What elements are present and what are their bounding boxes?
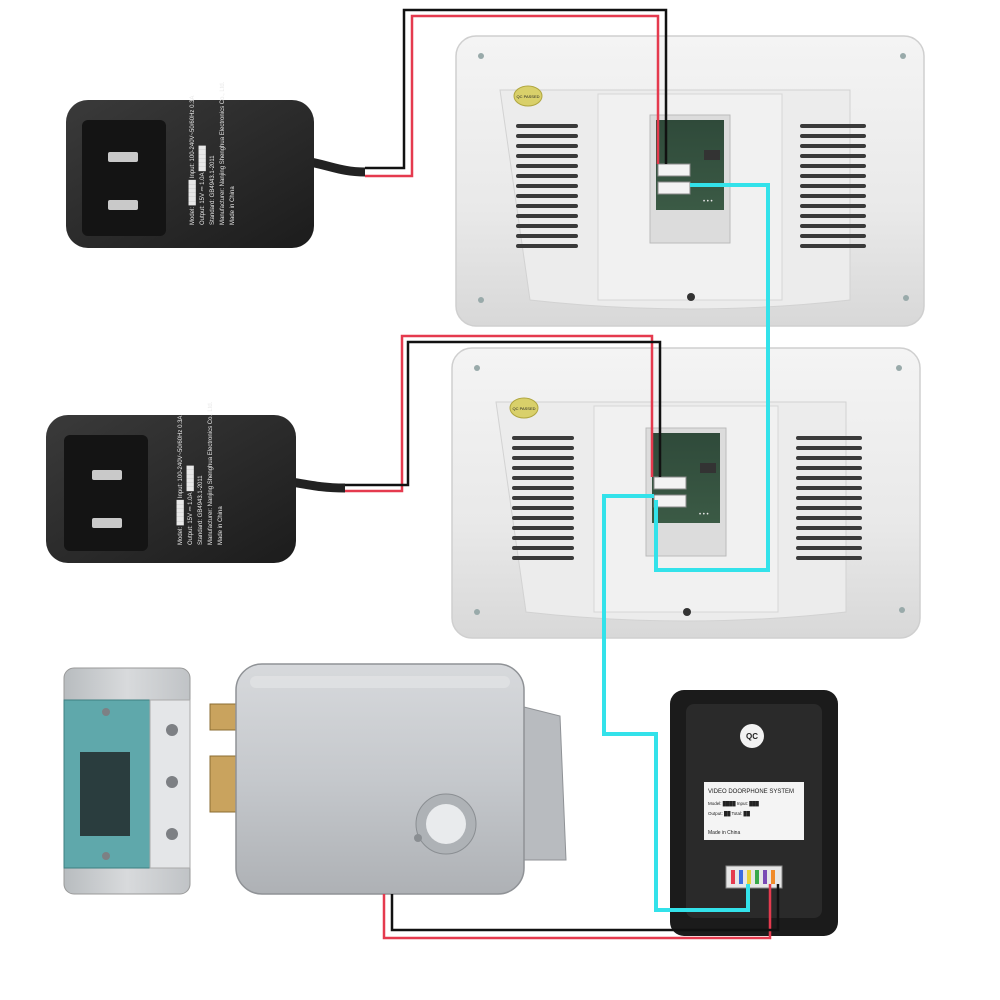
adapter2-label-line-4: Manufacturer: Nanjing Shenghua Electroni… [208, 401, 214, 545]
mount-screw [687, 293, 695, 301]
board-switch [704, 150, 720, 160]
lock-bolt-main [209, 755, 241, 813]
lock-screw [414, 834, 422, 842]
connector-1 [657, 163, 691, 177]
power-adapter-1: Model: ██████ Input: 100-240V~50/60Hz 0.… [66, 81, 366, 248]
adapter-label: Model: ██████ Input: 100-240V~50/60Hz 0.… [188, 81, 236, 225]
keyhole-cylinder [426, 804, 466, 844]
board-marks: • • • [703, 199, 713, 205]
power-wire-black-1 [365, 8, 668, 170]
screw-holes [474, 365, 905, 615]
adapter2-label-line-5: Made in China [218, 506, 224, 545]
connector-2 [657, 181, 691, 195]
strike-plate [63, 667, 191, 895]
adapter1-label-line-5: Made in China [230, 186, 236, 225]
right-vent-slots [800, 124, 866, 248]
adapter1-label-line-1: Model: ██████ Input: 100-240V~50/60Hz 0.… [188, 96, 196, 225]
wiring [345, 8, 780, 940]
lock-body [235, 663, 525, 895]
station-terminal-wires [731, 870, 775, 884]
screw-holes [478, 53, 909, 303]
qc-sticker [513, 85, 543, 107]
latch-opening [80, 752, 130, 836]
connector-1 [653, 476, 687, 490]
board-marks: • • • [699, 512, 709, 518]
right-vent-slots [796, 436, 862, 560]
station-spec-line-3: Made in China [708, 830, 740, 836]
lock-cylinder-housing [519, 705, 567, 861]
lock-bolt-top [209, 703, 241, 731]
left-vent-slots [512, 436, 574, 560]
station-system-title: VIDEO DOORPHONE SYSTEM [708, 789, 794, 795]
qc-sticker [509, 397, 539, 419]
lock-wire-black [390, 884, 780, 932]
adapter2-label-line-1: Model: ██████ Input: 100-240V~50/60Hz 0.… [176, 416, 184, 545]
lock-highlight [250, 676, 510, 688]
plug-prong-bottom [92, 518, 122, 528]
plate-screw-holes [102, 708, 178, 860]
plug-recess [64, 435, 148, 551]
adapter1-label-line-4: Manufacturer: Nanjing Shenghua Electroni… [220, 81, 226, 225]
plug-recess [82, 120, 166, 236]
board-switch [700, 463, 716, 473]
adapter1-label-line-2: Output: 15V ⎓ 1.0A ██████ [198, 145, 206, 225]
mount-screw [683, 608, 691, 616]
plug-prong-top [108, 152, 138, 162]
adapter-cord [291, 477, 346, 493]
spec-label [704, 782, 804, 840]
indoor-monitor-2: • • • QC PASSED [451, 347, 921, 639]
adapter2-label-line-3: Standard: GB4943.1-2011 [198, 475, 204, 545]
outdoor-door-station: QC VIDEO DOORPHONE SYSTEM Model: ████ In… [670, 690, 838, 936]
power-wire-black-2 [345, 340, 662, 487]
door-station-cable [602, 494, 750, 912]
plug-prong-bottom [108, 200, 138, 210]
station-spec-line-1: Model: ████ Input: ███ [708, 800, 760, 807]
station-spec-line-2: Output: ██ Total: ██ [708, 810, 751, 817]
adapter2-label-line-2: Output: 15V ⎓ 1.0A ██████ [186, 465, 194, 545]
power-adapter-2: Model: ██████ Input: 100-240V~50/60Hz 0.… [46, 401, 346, 563]
lock-wire-red [382, 884, 772, 940]
indoor-monitor-1: • • • QC PASSED [455, 35, 925, 327]
monitor-link-cable [654, 183, 770, 572]
power-wire-red-2 [345, 334, 654, 493]
connector-2 [653, 494, 687, 508]
qc-sticker-text: QC PASSED [512, 406, 535, 411]
left-vent-slots [516, 124, 578, 248]
qc-badge-text: QC [746, 732, 758, 741]
qc-badge [740, 724, 764, 748]
electric-lock [209, 663, 567, 895]
adapter-label: Model: ██████ Input: 100-240V~50/60Hz 0.… [176, 401, 224, 545]
plug-prong-top [92, 470, 122, 480]
qc-sticker-text: QC PASSED [516, 94, 539, 99]
adapter1-label-line-3: Standard: GB4943.1-2011 [210, 155, 216, 225]
power-wire-red-1 [365, 14, 660, 178]
